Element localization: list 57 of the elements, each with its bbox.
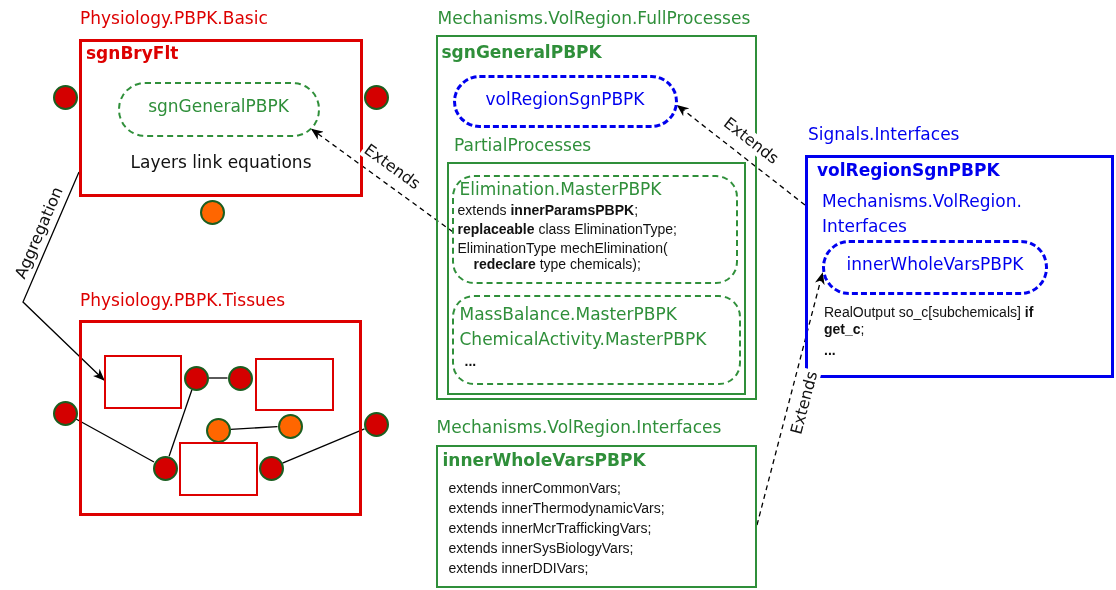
port-circle (258, 455, 284, 481)
arrow (676, 104, 806, 206)
package-label: Mechanisms.VolRegion.Interfaces (436, 416, 722, 437)
port-circle (152, 455, 178, 481)
code-text: EliminationType mechElimination( redeclare type chemicals); (457, 239, 669, 274)
component-capsule (822, 240, 1048, 295)
port-circle (363, 84, 389, 110)
port-circle (277, 413, 303, 439)
code-text: extends innerMcrTraffickingVars; (448, 519, 652, 537)
component-label: volRegionSgnPBPK (484, 88, 646, 109)
component-label: innerWholeVarsPBPK (845, 254, 1025, 275)
component-box (104, 355, 182, 409)
code-text: extends innerParamsPBPK; (457, 201, 639, 219)
port-circle (183, 365, 209, 391)
connector-line (281, 428, 366, 464)
code-text: extends innerCommonVars; (448, 479, 621, 497)
arrow (756, 272, 825, 526)
port-circle (199, 199, 225, 225)
connector-line (75, 418, 155, 463)
package-label: Mechanisms.VolRegion.FullProcesses (437, 7, 751, 28)
component-box (179, 442, 258, 496)
connector-line (168, 389, 193, 457)
component-label: Elimination.MasterPBPK (459, 178, 662, 199)
ellipsis-text: ... (464, 352, 477, 370)
description-text: Layers link equations (129, 152, 313, 173)
package-label: Signals.Interfaces (808, 124, 960, 145)
component-label: sgnGeneralPBPK (147, 95, 290, 116)
port-circle (205, 417, 231, 443)
port-circle (227, 365, 253, 391)
class-title: sgnGeneralPBPK (441, 41, 602, 62)
code-text: extends innerSysBiologyVars; (448, 539, 634, 557)
class-title: innerWholeVarsPBPK (442, 449, 646, 470)
arrow (22, 171, 105, 381)
component-capsule (452, 74, 678, 128)
component-capsule (452, 175, 738, 284)
port-circle (52, 84, 78, 110)
package-label: Physiology.PBPK.Basic (80, 8, 268, 29)
code-text: replaceable class EliminationType; (457, 220, 677, 238)
package-label: Physiology.PBPK.Tissues (80, 290, 286, 311)
connector-line (207, 377, 229, 379)
class-title: volRegionSgnPBPK (817, 160, 1000, 181)
component-label: ChemicalActivity.MasterPBPK (459, 328, 707, 349)
code-text: RealOutput so_c[subchemicals] if get_c; (824, 304, 1035, 338)
port-circle (52, 400, 78, 426)
arrow (311, 128, 454, 233)
component-capsule (118, 82, 320, 137)
package-label: Mechanisms.VolRegion. Interfaces (822, 190, 1023, 238)
code-text: extends innerThermodynamicVars; (448, 499, 665, 517)
package-label: PartialProcesses (454, 135, 592, 156)
component-box (255, 358, 334, 411)
component-label: MassBalance.MasterPBPK (459, 303, 677, 324)
port-circle (363, 411, 389, 437)
component-capsule (452, 295, 741, 385)
class-title: sgnBryFlt (86, 43, 179, 64)
code-text: extends innerDDIVars; (448, 559, 589, 577)
connector-line (229, 426, 279, 430)
ellipsis-text: ... (824, 342, 836, 359)
